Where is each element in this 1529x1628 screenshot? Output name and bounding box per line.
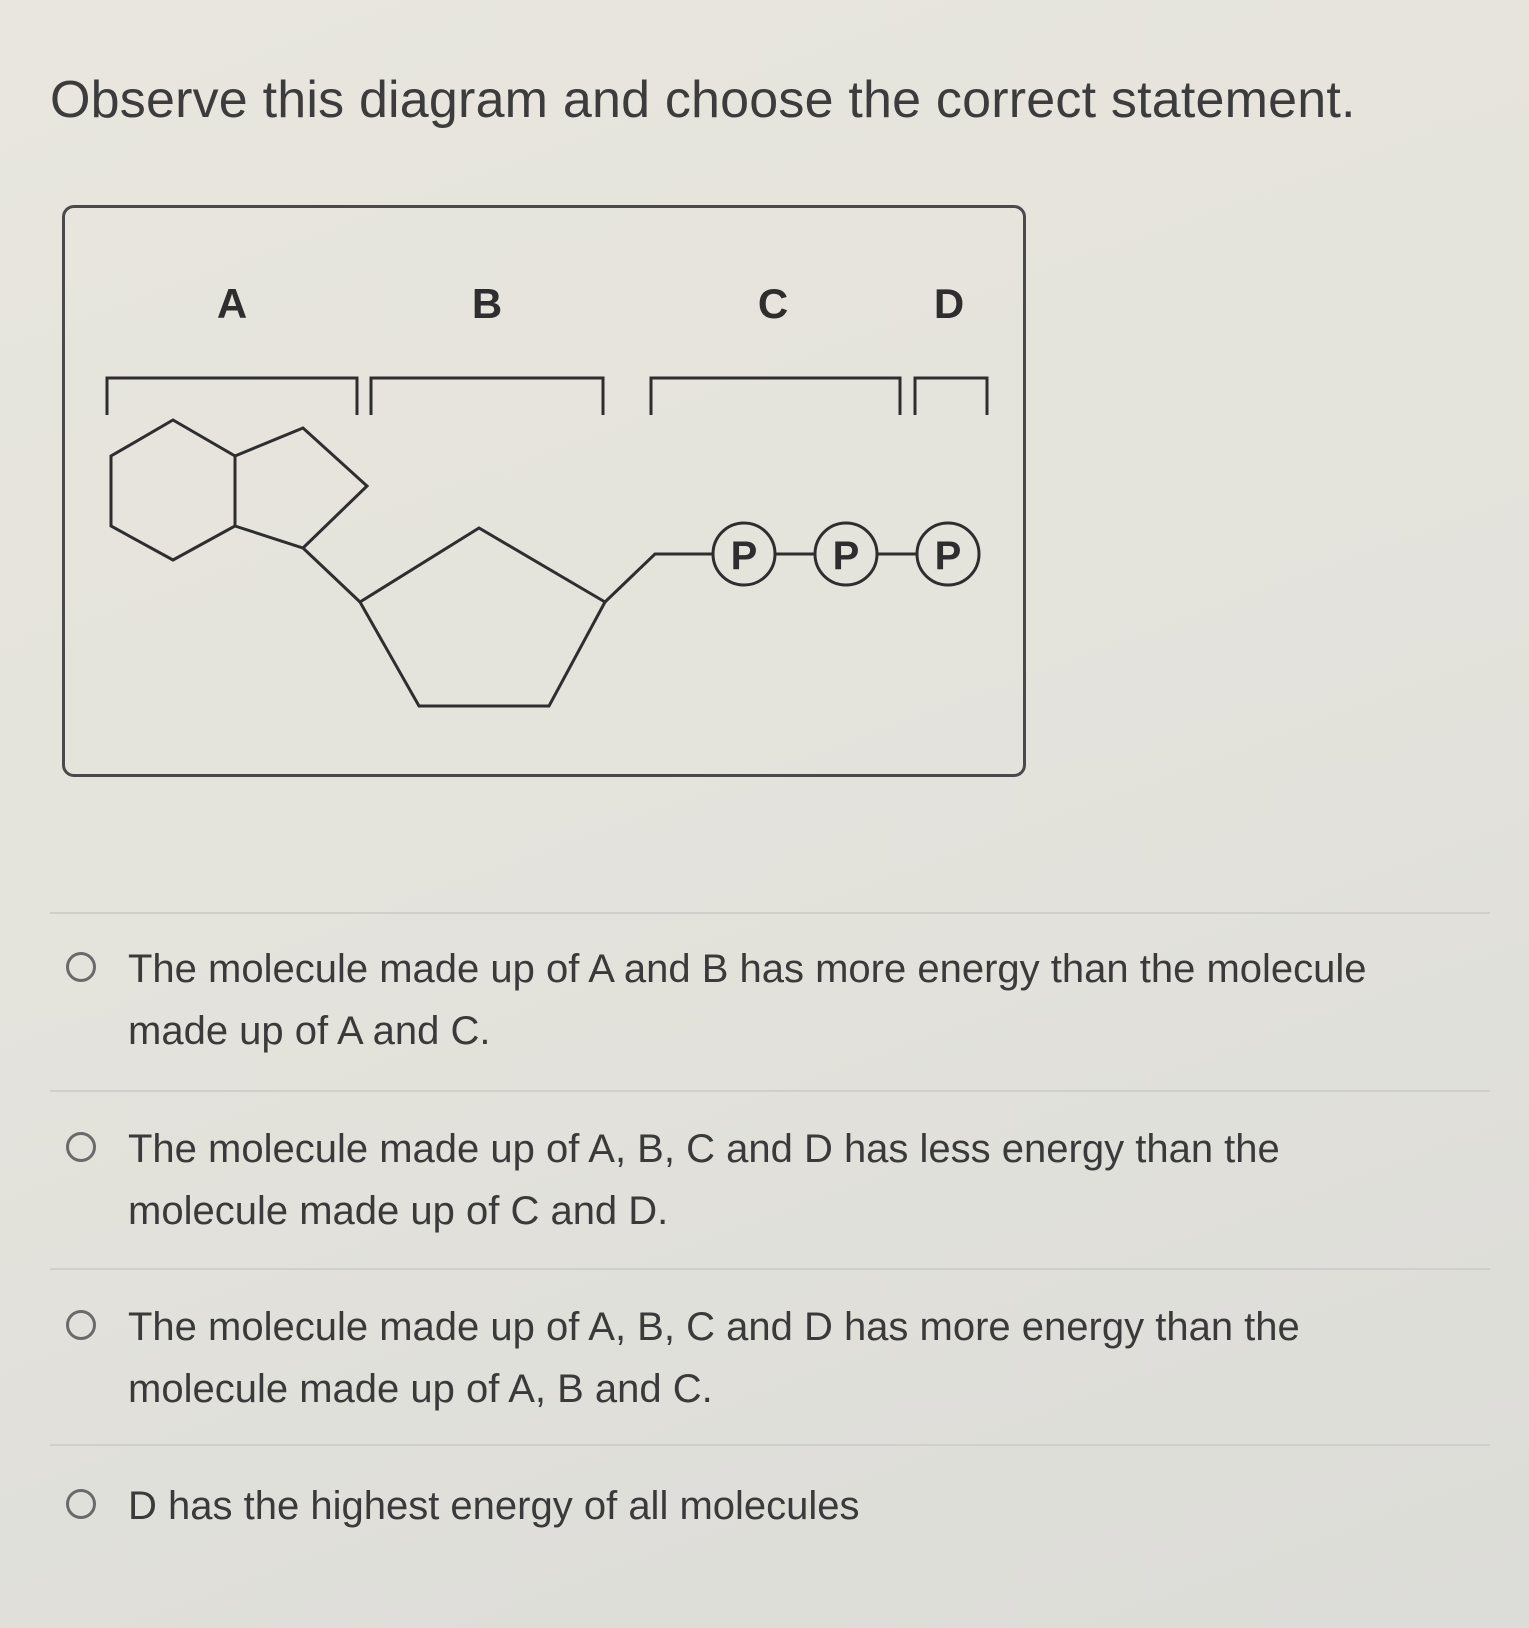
divider <box>50 1090 1490 1092</box>
radio-button[interactable] <box>66 1132 96 1162</box>
phosphate-2-label: P <box>833 534 860 578</box>
phosphate-link <box>603 552 713 604</box>
answer-option-text: The molecule made up of A, B, C and D ha… <box>128 1127 1280 1233</box>
atp-diagram: A B C D P P P <box>62 205 1026 777</box>
bracket-c <box>649 376 902 415</box>
phosphate-3-circle <box>915 521 981 587</box>
label-b: B <box>472 280 502 327</box>
divider <box>50 912 1490 914</box>
answer-option-text: D has the highest energy of all molecule… <box>128 1484 860 1528</box>
question-title: Observe this diagram and choose the corr… <box>50 71 1356 129</box>
phosphate-1-label: P <box>731 534 758 578</box>
ribose-link <box>301 546 362 604</box>
answer-option-3[interactable]: The molecule made up of A, B, C and D ha… <box>60 1296 1460 1426</box>
answer-option-text: The molecule made up of A, B, C and D ha… <box>128 1305 1300 1411</box>
divider <box>50 1444 1490 1446</box>
bracket-b <box>369 376 605 415</box>
ribose-pentagon <box>357 526 608 708</box>
adenine-hexagon <box>109 418 237 562</box>
radio-button[interactable] <box>66 1310 96 1340</box>
atp-diagram-svg: A B C D P P P <box>105 280 989 708</box>
radio-button[interactable] <box>66 1489 96 1519</box>
adenine-pentagon <box>234 426 370 550</box>
radio-button[interactable] <box>66 952 96 982</box>
bracket-d <box>913 376 989 415</box>
answer-option-1[interactable]: The molecule made up of A and B has more… <box>60 938 1460 1068</box>
label-c: C <box>758 280 788 327</box>
answer-option-4[interactable]: D has the highest energy of all molecule… <box>60 1475 1460 1545</box>
phosphate-1-circle <box>711 521 777 587</box>
bracket-a <box>105 376 359 415</box>
label-a: A <box>217 280 247 327</box>
divider <box>50 1268 1490 1270</box>
answer-option-text: The molecule made up of A and B has more… <box>128 947 1367 1053</box>
phosphate-3-label: P <box>935 534 962 578</box>
label-d: D <box>934 280 964 327</box>
phosphate-2-circle <box>813 521 879 587</box>
answer-option-2[interactable]: The molecule made up of A, B, C and D ha… <box>60 1118 1460 1248</box>
